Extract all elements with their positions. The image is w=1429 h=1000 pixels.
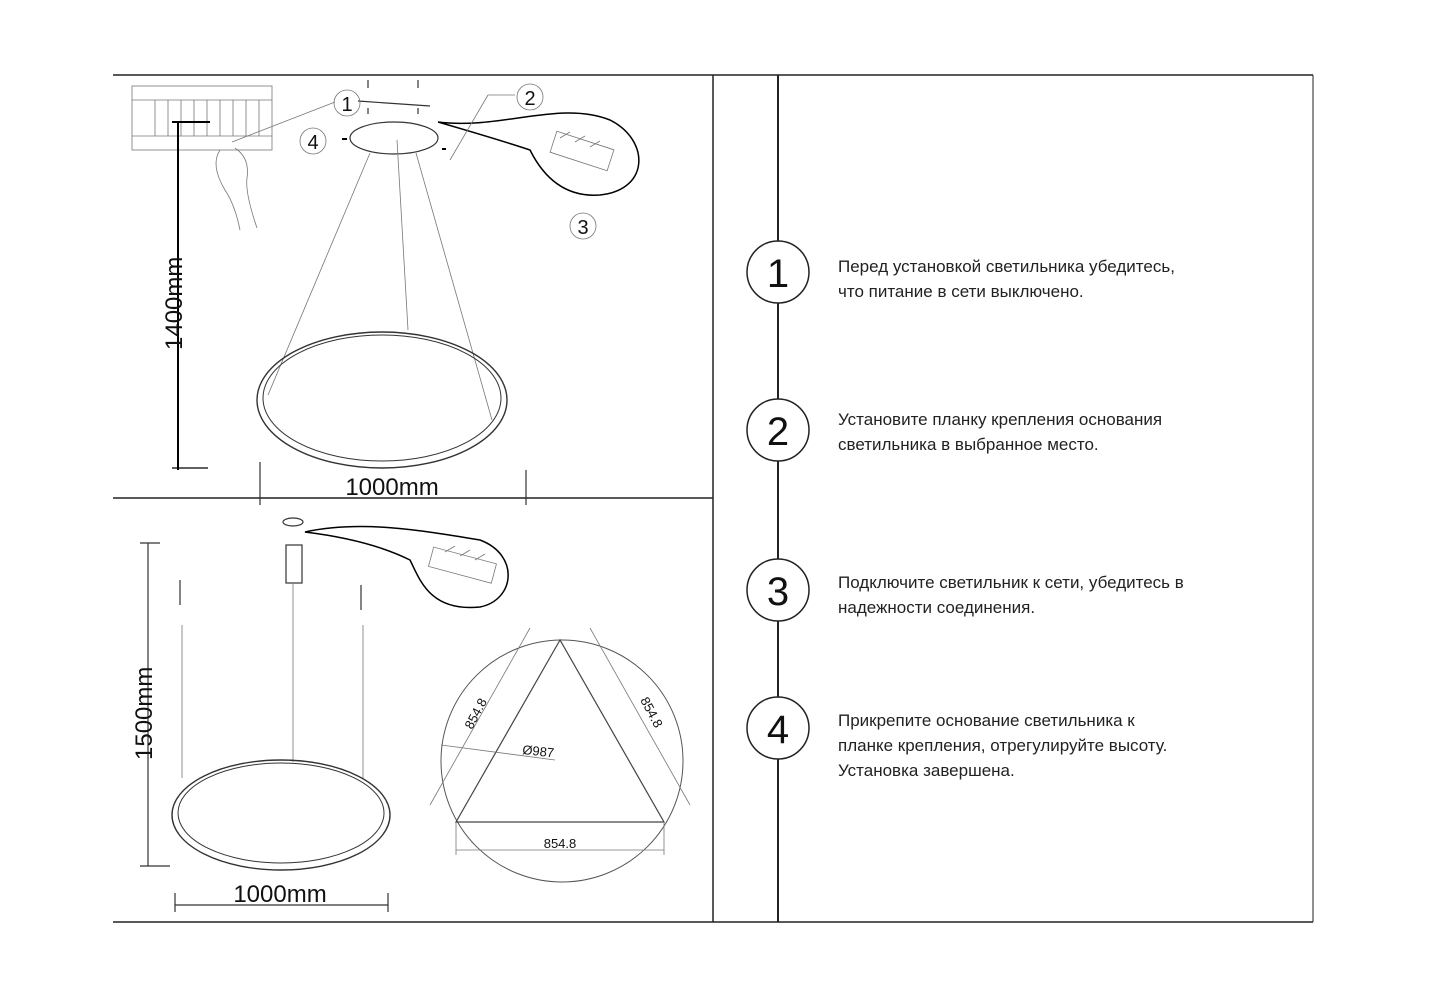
svg-text:4: 4 <box>767 708 789 752</box>
step-4-text: Прикрепите основание светильника к планк… <box>838 711 1168 780</box>
step-2-text: Установите планку крепления основания св… <box>838 410 1163 454</box>
top-installation-diagram: 1400mm 1 2 3 4 1000mm <box>131 80 640 505</box>
triangle-side-bottom: 854.8 <box>544 836 577 851</box>
width-dimension-label: 1000mm <box>345 474 438 501</box>
step-marker-4: 4 <box>746 696 810 760</box>
bottom-height-label: 1500mm <box>131 667 158 760</box>
bottom-width-label: 1000mm <box>233 881 326 908</box>
step-marker-3: 3 <box>746 558 810 622</box>
callout-1: 1 <box>333 89 361 117</box>
triangle-side-right: 854.8 <box>637 694 666 730</box>
step-markers: 1 2 3 4 <box>746 240 810 760</box>
step-3-text: Подключите светильник к сети, убедитесь … <box>838 573 1184 617</box>
triangle-side-left: 854.8 <box>461 696 490 732</box>
callout-3: 3 <box>569 212 597 240</box>
svg-text:1: 1 <box>341 94 352 116</box>
callout-4: 4 <box>299 127 327 155</box>
step-1-text: Перед установкой светильника убедитесь, … <box>838 257 1175 301</box>
svg-text:2: 2 <box>767 410 789 454</box>
height-dimension-label: 1400mm <box>161 257 188 350</box>
svg-text:3: 3 <box>577 217 588 239</box>
step-marker-2: 2 <box>746 398 810 462</box>
circle-diameter: Ø987 <box>522 742 555 760</box>
svg-text:2: 2 <box>524 88 535 110</box>
bottom-dimension-diagram: 1500mm 1000mm 854.8 854.8 854.8 Ø987 <box>131 517 691 912</box>
step-marker-1: 1 <box>746 240 810 304</box>
svg-text:3: 3 <box>767 570 789 614</box>
callout-2: 2 <box>516 83 544 111</box>
svg-text:1: 1 <box>767 252 789 296</box>
svg-text:4: 4 <box>307 132 318 154</box>
breaker-panel-illustration <box>131 85 336 231</box>
